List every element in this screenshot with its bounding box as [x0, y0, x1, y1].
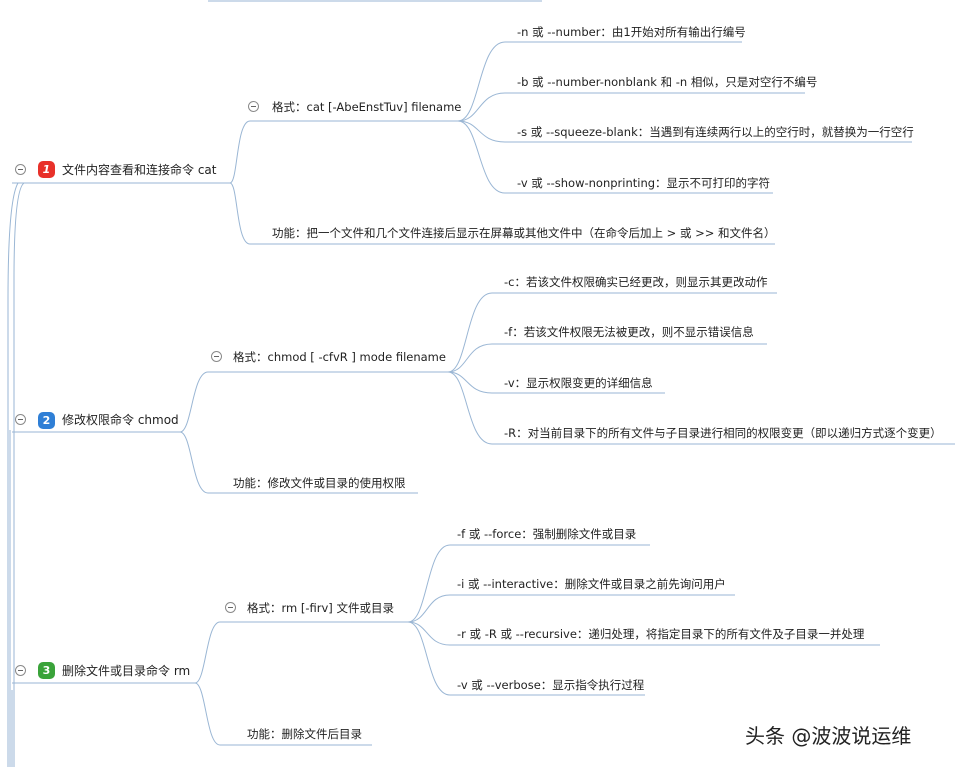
topic-chmod-label[interactable]: 修改权限命令 chmod	[62, 413, 179, 427]
rm-option-v[interactable]: -v 或 --verbose：显示指令执行过程	[457, 678, 645, 692]
chmod-option-c[interactable]: -c：若该文件权限确实已经更改，则显示其更改动作	[504, 275, 768, 289]
collapse-icon[interactable]	[225, 602, 236, 613]
chmod-option-f[interactable]: -f：若该文件权限无法被更改，则不显示错误信息	[504, 325, 754, 339]
collapse-icon[interactable]	[15, 414, 26, 425]
rm-function-node[interactable]: 功能：删除文件后目录	[247, 727, 362, 741]
priority-3-icon: 3	[38, 662, 55, 679]
chmod-format-node[interactable]: 格式：chmod [ -cfvR ] mode filename	[233, 350, 446, 364]
rm-format-node[interactable]: 格式：rm [-firv] 文件或目录	[247, 601, 394, 615]
collapse-icon[interactable]	[15, 164, 26, 175]
collapse-icon[interactable]	[15, 665, 26, 676]
cat-option-n[interactable]: -n 或 --number：由1开始对所有输出行编号	[517, 25, 746, 39]
cat-option-s[interactable]: -s 或 --squeeze-blank：当遇到有连续两行以上的空行时，就替换为…	[517, 125, 914, 139]
topic-rm-label[interactable]: 删除文件或目录命令 rm	[62, 664, 191, 678]
chmod-function-node[interactable]: 功能：修改文件或目录的使用权限	[233, 476, 406, 490]
rm-option-f[interactable]: -f 或 --force：强制删除文件或目录	[457, 527, 637, 541]
rm-option-r[interactable]: -r 或 -R 或 --recursive：递归处理，将指定目录下的所有文件及子…	[457, 627, 865, 641]
cat-option-b[interactable]: -b 或 --number-nonblank 和 -n 相似，只是对空行不编号	[517, 75, 818, 89]
chmod-option-R[interactable]: -R：对当前目录下的所有文件与子目录进行相同的权限变更（即以递归方式逐个变更）	[504, 426, 942, 440]
cat-function-node[interactable]: 功能：把一个文件和几个文件连接后显示在屏幕或其他文件中（在命令后加上 > 或 >…	[272, 226, 776, 240]
cat-format-node[interactable]: 格式：cat [-AbeEnstTuv] filename	[272, 100, 462, 114]
collapse-icon[interactable]	[248, 101, 259, 112]
priority-1-icon: 1	[38, 161, 55, 178]
topic-cat-label[interactable]: 文件内容查看和连接命令 cat	[62, 163, 217, 177]
chmod-option-v[interactable]: -v：显示权限变更的详细信息	[504, 376, 653, 390]
priority-2-icon: 2	[38, 412, 55, 429]
cat-option-v[interactable]: -v 或 --show-nonprinting：显示不可打印的字符	[517, 176, 771, 190]
rm-option-i[interactable]: -i 或 --interactive：删除文件或目录之前先询问用户	[457, 577, 726, 591]
collapse-icon[interactable]	[211, 351, 222, 362]
watermark-text: 头条 @波波说运维	[745, 724, 912, 748]
